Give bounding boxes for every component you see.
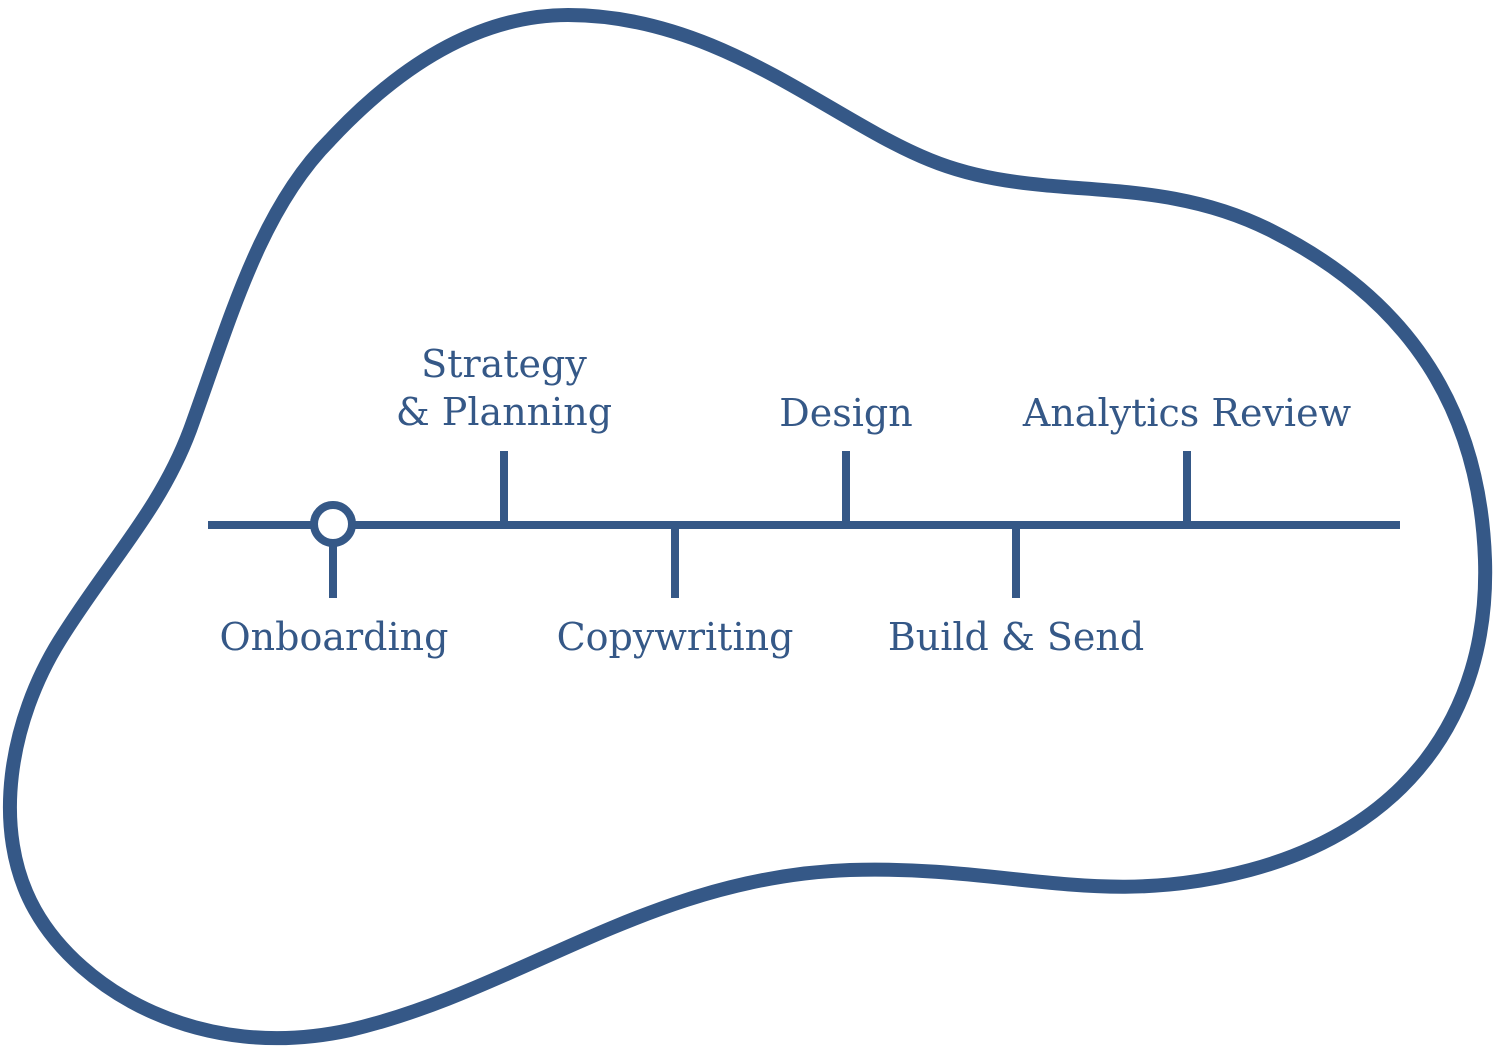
- stage-label-text: Build & Send: [887, 615, 1145, 659]
- stage-label-analytics-review: Analytics Review: [1023, 389, 1351, 437]
- stage-label-text: Analytics Review: [1022, 391, 1352, 435]
- stage-label-line-1: Strategy: [421, 342, 587, 386]
- stage-label-design: Design: [779, 389, 912, 437]
- stage-label-strategy-planning: Strategy & Planning: [396, 340, 612, 436]
- stage-label-copywriting: Copywriting: [557, 613, 794, 661]
- start-marker-circle: [310, 501, 356, 547]
- blob-outline: [2, 8, 1493, 1046]
- stage-label-text: Design: [779, 391, 913, 435]
- stage-label-text: Onboarding: [219, 615, 449, 659]
- stage-label-line-2: & Planning: [395, 390, 613, 434]
- stage-label-build-send: Build & Send: [888, 613, 1144, 661]
- stage-label-onboarding: Onboarding: [220, 613, 449, 661]
- stage-label-text: Copywriting: [556, 615, 794, 659]
